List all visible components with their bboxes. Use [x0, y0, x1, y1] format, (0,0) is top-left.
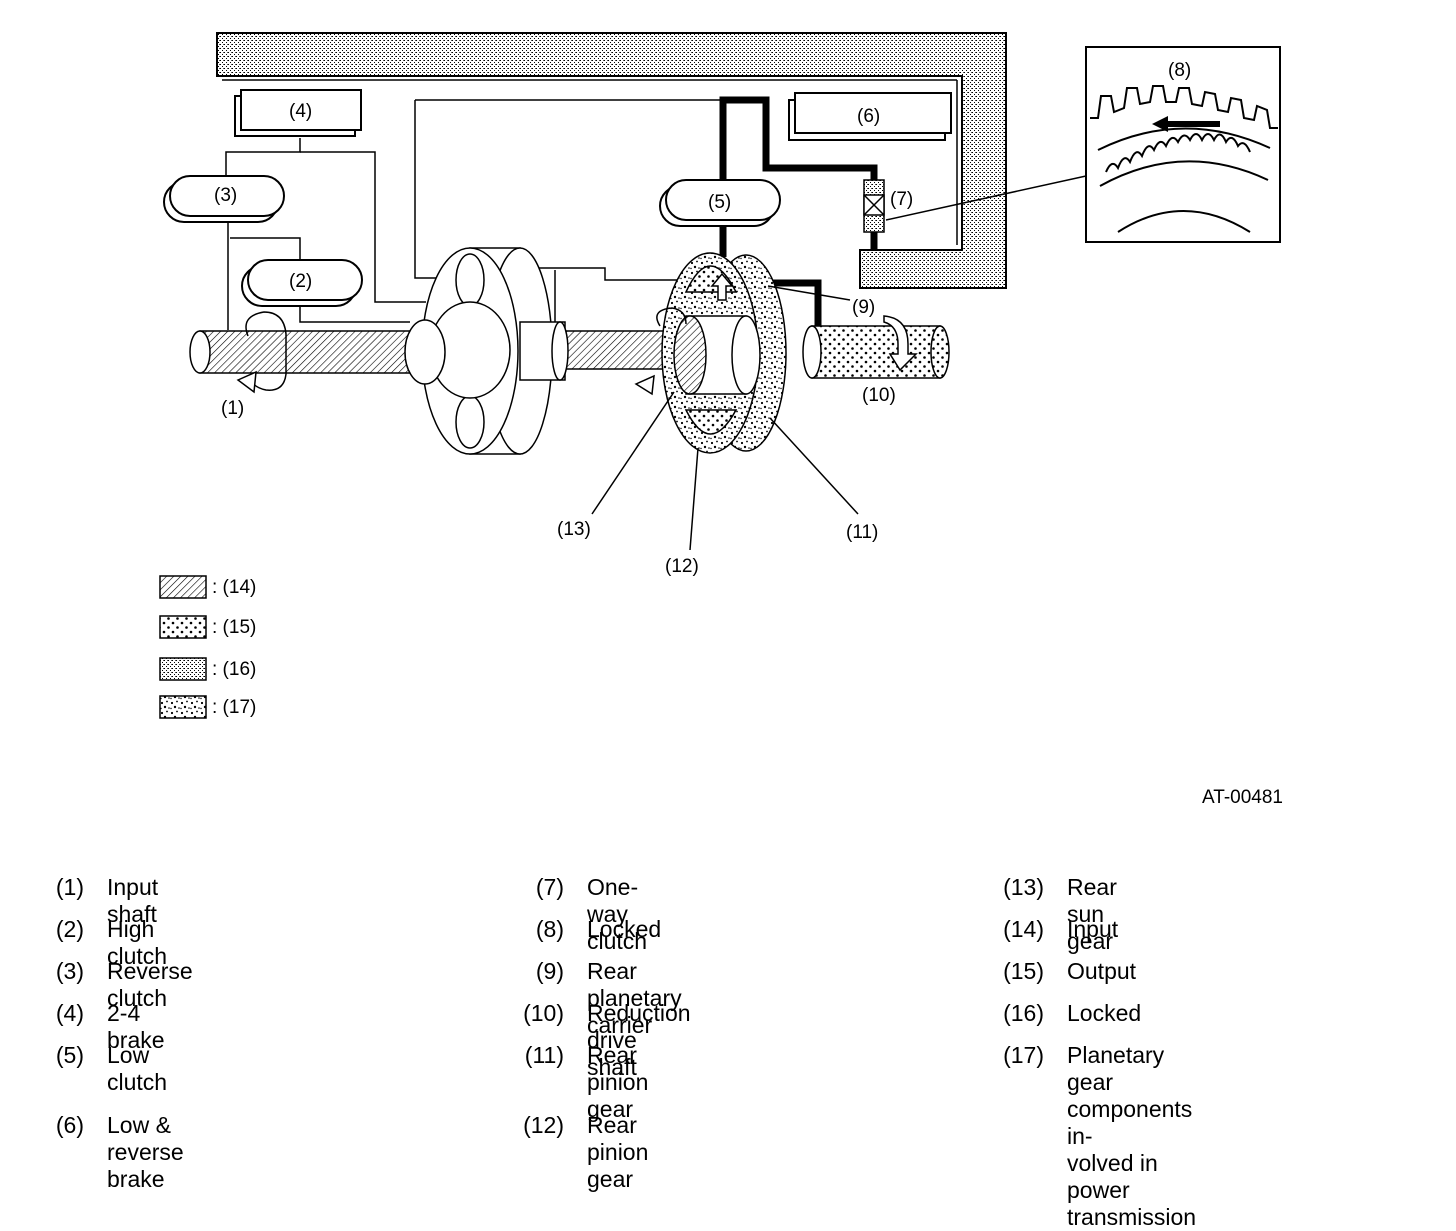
- key-desc: High clutch: [107, 916, 168, 969]
- label-5: (5): [708, 192, 731, 213]
- key-desc: Output: [1067, 958, 1137, 984]
- low-and-reverse-brake: [788, 92, 952, 141]
- legend-key: (1) Input shaft (2) High clutch (3) Reve…: [0, 870, 1456, 1230]
- swatch-label-15: : (15): [212, 617, 256, 638]
- label-7: (7): [890, 189, 913, 210]
- key-desc: Reduction drive shaft: [587, 1000, 691, 1080]
- swatch-input: [159, 575, 207, 599]
- key-num: (13): [1003, 874, 1044, 900]
- key-desc: One-way clutch: [587, 874, 648, 954]
- label-8: (8): [1168, 60, 1191, 81]
- key-desc: Low & reverse brake: [107, 1112, 184, 1192]
- figure-id: AT-00481: [1202, 787, 1283, 808]
- label-6: (6): [857, 106, 880, 127]
- key-desc: Planetary gear components in- volved in …: [1067, 1042, 1197, 1230]
- label-11: (11): [846, 522, 878, 543]
- key-num: (5): [55, 1042, 84, 1068]
- transmission-diagram: (1) (2) (3) (4) (5) (6) (7) (8) (9) (10)…: [159, 32, 1283, 808]
- 2-4-brake: [234, 89, 362, 137]
- label-2: (2): [289, 271, 312, 292]
- key-desc: Low clutch: [107, 1042, 168, 1095]
- key-num: (10): [523, 1000, 564, 1026]
- key-num: (17): [1003, 1042, 1044, 1068]
- key-num: (14): [1003, 916, 1044, 942]
- key-num: (8): [535, 916, 564, 942]
- swatch-locked: [159, 657, 207, 681]
- key-desc: Input: [1067, 916, 1119, 942]
- key-desc: Locked: [587, 916, 662, 942]
- label-9: (9): [852, 297, 875, 318]
- key-desc: Locked: [1067, 1000, 1142, 1026]
- high-clutch: [241, 259, 363, 307]
- transmission-case: [216, 32, 1007, 289]
- low-clutch: [659, 179, 781, 227]
- key-desc: Rear planetary carrier: [587, 958, 682, 1038]
- label-1: (1): [221, 398, 244, 419]
- label-12: (12): [665, 556, 699, 577]
- key-desc: Reverse clutch: [107, 958, 193, 1011]
- key-num: (11): [524, 1042, 564, 1068]
- swatch-label-14: : (14): [212, 577, 256, 598]
- key-num: (4): [55, 1000, 84, 1026]
- key-num: (12): [523, 1112, 564, 1138]
- rear-planetary: [634, 252, 787, 454]
- front-drum: [404, 247, 569, 455]
- one-way-clutch-detail: [1085, 46, 1281, 243]
- swatch-legend: : (14) : (15) : (16) : (17): [159, 575, 256, 719]
- key-desc: Rear pinion gear: [587, 1112, 649, 1192]
- swatch-components: [159, 695, 207, 719]
- swatch-output: [159, 615, 207, 639]
- label-3: (3): [214, 185, 237, 206]
- key-num: (16): [1003, 1000, 1044, 1026]
- key-desc: Rear pinion gear: [587, 1042, 649, 1122]
- label-10: (10): [862, 385, 896, 406]
- key-desc: Rear sun gear: [1067, 874, 1117, 954]
- reduction-drive-shaft: [802, 315, 950, 379]
- key-desc: Input shaft: [107, 874, 159, 927]
- key-num: (3): [55, 958, 84, 984]
- key-num: (6): [55, 1112, 84, 1138]
- swatch-label-17: : (17): [212, 697, 256, 718]
- key-num: (15): [1003, 958, 1044, 984]
- one-way-clutch: [863, 179, 885, 233]
- label-13: (13): [557, 519, 591, 540]
- label-4: (4): [289, 101, 312, 122]
- key-desc: 2-4 brake: [107, 1000, 165, 1053]
- key-num: (9): [535, 958, 564, 984]
- reverse-clutch: [163, 175, 285, 223]
- key-num: (7): [535, 874, 564, 900]
- key-num: (2): [55, 916, 84, 942]
- key-num: (1): [55, 874, 84, 900]
- swatch-label-16: : (16): [212, 659, 256, 680]
